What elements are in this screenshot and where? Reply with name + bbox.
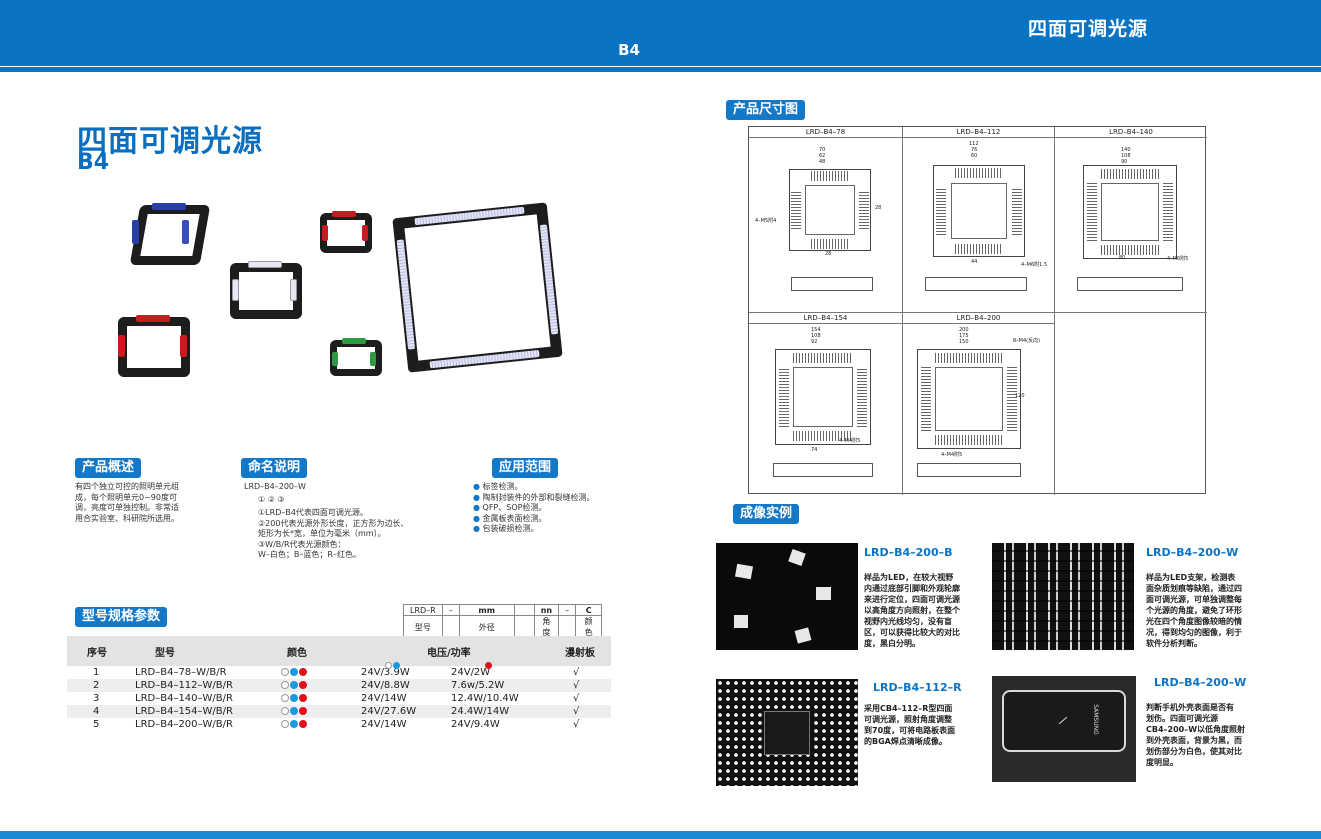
dim-cell-140: LRD–B4–140 140 108 90 80 4–M6附5 <box>1055 127 1207 313</box>
legend-cell: LRD–R <box>403 604 443 616</box>
overview-line: 有四个独立可控的照明单元组 <box>75 482 179 491</box>
header-stripe <box>0 67 1321 72</box>
legend-cell <box>513 604 535 616</box>
table-row: 1 LRD–B4–78–W/B/R 24V/3.9W 24V/2W √ <box>93 667 580 678</box>
naming-line: W–白色；B–蓝色；R–红色。 <box>258 550 361 559</box>
model-legend-table: LRD–R – mm nn – C 型号 外径 角度 颜色 <box>403 604 603 639</box>
naming-line: ②200代表光源外形长度，正方形为边长、 <box>258 518 409 528</box>
spec-tag: 型号规格参数 <box>75 607 168 627</box>
example-title: LRD–B4–200–W <box>1146 546 1239 559</box>
table-row: 4 LRD–B4–154–W/B/R 24V/27.6W 24.4W/14W √ <box>67 705 611 718</box>
dim-cell-title: LRD–B4–112 <box>903 127 1054 138</box>
naming-tag: 命名说明 <box>241 458 308 478</box>
spec-table: 序号 型号 颜色 电压/功率 漫射板 1 LRD–B4–78–W/B/R 24V… <box>67 636 611 731</box>
example-photo-phone: SAMSUNG <box>992 676 1136 782</box>
legend-cell: C <box>575 604 603 616</box>
legend-cell: nn <box>533 604 560 616</box>
application-tag: 应用范围 <box>492 458 559 478</box>
example-text: 采用CB4–112–R型四面可调光源，照射角度调整到70度，可将电路板表面的BG… <box>864 704 956 746</box>
table-row: 2 LRD–B4–112–W/B/R 24V/8.8W 7.6w/5.2W √ <box>67 679 611 692</box>
legend-cell: 外径 <box>458 615 515 639</box>
application-item: ● 包装破损检测。 <box>473 524 539 533</box>
spec-header: 颜色 <box>275 636 355 666</box>
example-text: 样品为LED，在较大视野内通过底部引脚和外观轮廓来进行定位，四面可调光源以高角度… <box>864 573 960 648</box>
naming-line: 矩形为长*宽，单位为毫米（mm）。 <box>258 529 386 538</box>
application-item: ● 陶制封装件的外部和裂缝检测。 <box>473 492 595 502</box>
legend-cell: 颜色 <box>575 615 603 639</box>
dim-cell-200: LRD–B4–200 200 175 150 120 8–M4(反向) 4–M4… <box>903 313 1055 495</box>
header-bar <box>0 0 1321 66</box>
footer-bar <box>0 831 1321 839</box>
imaging-tag: 成像实例 <box>733 504 800 524</box>
overview-text: 有四个独立可控的照明单元组 成，每个照明单元0~90度可 调，亮度可单独控制。非… <box>75 482 205 524</box>
legend-cell: 型号 <box>403 615 443 639</box>
dimension-tag: 产品尺寸图 <box>726 100 806 120</box>
overview-tag: 产品概述 <box>75 458 142 478</box>
naming-text: LRD–B4–200–W ① ② ③ ①LRD–B4代表四面可调光源。 ②200… <box>244 482 444 561</box>
naming-code: LRD–B4–200–W <box>244 482 306 491</box>
product-light-large <box>392 202 563 373</box>
spec-header: 型号 <box>125 636 275 666</box>
legend-cell: mm <box>458 604 515 616</box>
example-text: 样品为LED支架，检测表面杂质划痕等缺陷，通过四面可调光源，可单独调整每个光源的… <box>1146 573 1242 648</box>
page-subtitle: B4 <box>77 150 110 175</box>
application-item: ● 金属板表面检测。 <box>473 513 547 523</box>
overview-line: 用合实验室、科研院所选用。 <box>75 513 179 523</box>
legend-cell: – <box>441 604 460 616</box>
spec-header: 漫射板 <box>555 636 611 666</box>
spec-header-power: 电压/功率 <box>355 636 555 669</box>
example-photo-led-bracket <box>992 543 1134 650</box>
dim-cell-title: LRD–B4–140 <box>1055 127 1207 138</box>
naming-line: ③W/B/R代表光源颜色： <box>258 539 346 549</box>
dim-cell-112: LRD–B4–112 112 76 60 44 4–M6附1.5 <box>903 127 1055 313</box>
overview-line: 调，亮度可单独控制。非常适 <box>75 503 179 512</box>
example-title: LRD–B4–200–W <box>1154 676 1247 689</box>
example-title: LRD–B4–112–R <box>873 681 962 694</box>
legend-cell: – <box>558 604 577 616</box>
application-list: ● 标签检测。 ● 陶制封装件的外部和裂缝检测。 ● QFP、SOP检测。 ● … <box>473 482 623 535</box>
application-item: ● QFP、SOP检测。 <box>473 503 547 512</box>
naming-markers: ① ② ③ <box>258 494 285 504</box>
dim-cell-title: LRD–B4–154 <box>749 313 902 324</box>
dim-cell-78: LRD–B4–78 70 62 48 4–M5附4 28 28 <box>749 127 903 313</box>
dimension-drawings: LRD–B4–78 70 62 48 4–M5附4 28 28 LRD–B4–1… <box>748 126 1207 495</box>
overview-line: 成，每个照明单元0~90度可 <box>75 492 177 502</box>
example-photo-led <box>716 543 858 650</box>
dim-cell-154: LRD–B4–154 154 108 92 74 4–M4附5 <box>749 313 903 495</box>
example-title: LRD–B4–200–B <box>864 546 953 559</box>
dim-cell-title: LRD–B4–78 <box>749 127 902 138</box>
product-light-blue <box>129 205 211 265</box>
header-title: 四面可调光源 <box>1027 18 1148 40</box>
example-photo-bga <box>716 679 858 786</box>
spec-header: 序号 <box>67 636 125 666</box>
table-row: 5 LRD–B4–200–W/B/R 24V/14W 24V/9.4W √ <box>93 719 580 730</box>
product-image-group <box>110 195 570 385</box>
table-row: 3 LRD–B4–140–W/B/R 24V/14W 12.4W/10.4W √ <box>93 693 580 704</box>
naming-line: ①LRD–B4代表四面可调光源。 <box>258 508 368 517</box>
application-item: ● 标签检测。 <box>473 482 523 491</box>
legend-cell: 角度 <box>533 615 560 639</box>
phone-brand-text: SAMSUNG <box>1091 704 1099 735</box>
dim-cell-title: LRD–B4–200 <box>903 313 1054 324</box>
header-subtitle: B4 <box>618 41 640 59</box>
page-title: 四面可调光源 <box>77 124 263 159</box>
